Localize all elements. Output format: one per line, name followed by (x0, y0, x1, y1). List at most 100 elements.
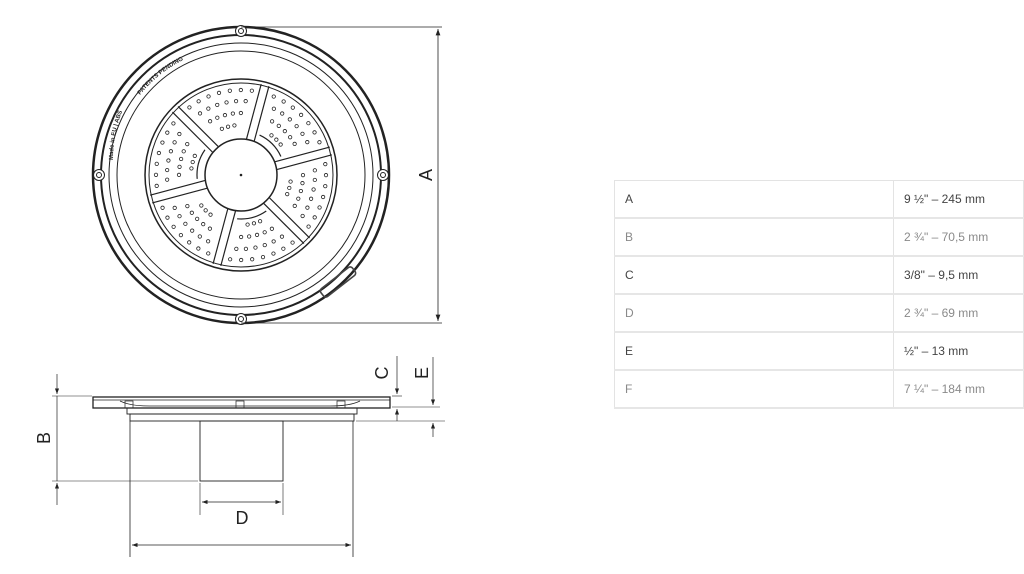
drain-hole (171, 224, 176, 229)
spoke (212, 208, 229, 264)
guru-logo (319, 266, 357, 298)
drain-hole (165, 130, 170, 135)
drain-hole (171, 121, 176, 126)
drain-hole (176, 172, 182, 177)
drain-hole (323, 162, 328, 167)
drain-hole (312, 168, 317, 173)
spoke (245, 83, 262, 140)
drain-hole (253, 245, 258, 250)
bolt-hole-inner (96, 172, 102, 178)
drain-hole (299, 112, 304, 117)
center-point (239, 173, 243, 177)
drain-hole (233, 99, 239, 104)
drain-hole (165, 215, 170, 220)
spoke (276, 154, 333, 171)
dim-b-label: B (34, 432, 54, 444)
drain-hole (197, 111, 203, 116)
drain-hole (203, 208, 208, 213)
drain-hole (281, 99, 286, 104)
drain-hole (300, 181, 305, 186)
drain-hole (181, 149, 186, 154)
dimension-value: 2 ¾" – 69 mm (893, 293, 1024, 333)
dimension-value: 9 ½" – 245 mm (893, 180, 1024, 219)
bolt-hole (235, 313, 247, 325)
drain-hole (189, 166, 194, 171)
grate-spokes (149, 83, 333, 267)
drain-hole (216, 90, 222, 95)
drain-hole (215, 115, 220, 120)
bolt-hole-inner (238, 28, 244, 34)
drain-hole (262, 242, 267, 248)
drain-hole (199, 203, 204, 208)
drain-hole (225, 124, 231, 129)
bolt-hole-inner (238, 316, 244, 322)
dim-a-label: A (416, 169, 436, 181)
drain-hole (177, 131, 182, 137)
drain-hole (177, 164, 182, 169)
drain-hole (192, 153, 197, 159)
drain-hole (234, 246, 239, 251)
drain-hole (321, 194, 326, 200)
drain-hole (195, 216, 200, 221)
flange-grate (119, 400, 361, 407)
frame-ring (108, 42, 374, 308)
drain-hole (245, 222, 250, 227)
drain-hole (281, 246, 286, 251)
drain-hole (190, 159, 195, 165)
drain-hole (208, 212, 213, 217)
drain-hole (312, 130, 317, 135)
drain-hole (183, 221, 188, 226)
drain-hole (300, 213, 305, 219)
dimension-key: F (614, 369, 894, 409)
spoke (263, 202, 305, 245)
drain-hole (177, 214, 182, 219)
bolt-hole (93, 169, 105, 181)
dimension-key: E (614, 331, 894, 371)
drain-hole (196, 246, 201, 251)
drain-hole (282, 129, 287, 134)
drain-hole (262, 230, 267, 235)
drain-hole (285, 191, 290, 197)
drain-hole (206, 94, 211, 99)
drain-hole (243, 99, 248, 104)
bolt-holes (93, 25, 389, 325)
spoke (268, 197, 311, 239)
spoke (220, 210, 237, 267)
spoke (274, 146, 330, 163)
drain-hole (156, 150, 161, 156)
dimension-key: B (614, 217, 894, 257)
side-view: B D C E (34, 356, 445, 557)
drain-hole (288, 179, 293, 184)
ring-text-made-in: Made in EU | ABS (109, 110, 124, 160)
drain-hole (254, 232, 260, 237)
drain-hole (257, 219, 263, 224)
drain-hole (238, 87, 243, 93)
drain-hole (260, 255, 266, 260)
drain-slot (259, 134, 282, 157)
drain-hole (298, 188, 303, 194)
drain-hole (305, 140, 310, 145)
bolt-hole (377, 169, 389, 181)
drain-hole (300, 173, 306, 178)
drain-hole (269, 119, 275, 124)
spoke (253, 86, 270, 142)
drain-hole (238, 110, 243, 116)
dimension-value: 3/8" – 9,5 mm (893, 255, 1024, 295)
drain-hole (278, 142, 283, 147)
grate-edge (144, 78, 338, 272)
dimension-key: A (614, 180, 894, 219)
dimension-value: 7 ¼" – 184 mm (893, 369, 1024, 409)
drain-hole (197, 234, 202, 239)
flange-tab (336, 400, 346, 409)
drain-hole (308, 196, 314, 201)
drain-hole (290, 105, 295, 110)
drain-hole (292, 141, 297, 147)
drain-hole (166, 158, 171, 163)
drain-hole (276, 123, 281, 128)
drain-hole (172, 205, 177, 210)
drain-hole (154, 183, 159, 188)
